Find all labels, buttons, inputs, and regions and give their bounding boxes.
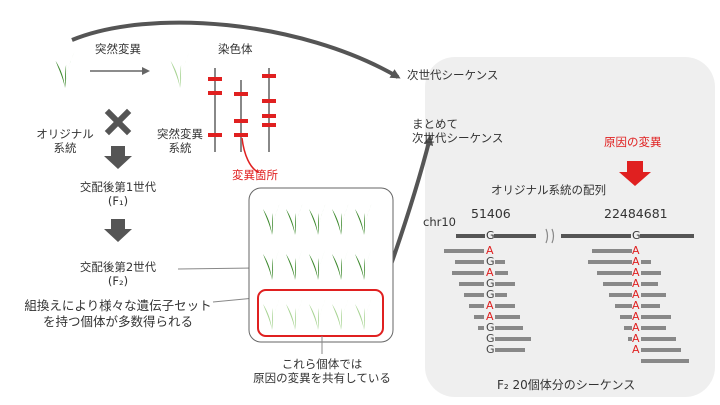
reference-base-2: G <box>632 229 641 242</box>
cross-icon <box>104 108 132 136</box>
mutant-plant <box>170 52 190 88</box>
read-base: A <box>632 277 640 290</box>
read-base: A <box>486 310 494 323</box>
reference-line <box>456 228 694 244</box>
position-2: 22484681 <box>604 206 668 221</box>
mutant-line-label: 突然変異 系統 <box>147 127 213 155</box>
reads-right <box>588 249 689 363</box>
down-arrow-1 <box>104 146 132 169</box>
read-base: A <box>632 255 640 268</box>
read-base: A <box>486 244 494 257</box>
recombination-text-2: を持つ個体が多数得られる <box>42 314 193 329</box>
original-sequence-label: オリジナル系統の配列 <box>491 183 606 197</box>
f1-label: 交配後第1世代 (F₁) <box>58 180 178 208</box>
reads-left <box>444 249 531 352</box>
ngs-panel <box>425 57 715 397</box>
shared-mutation-text-2: 原因の変異を共有している <box>253 371 391 385</box>
f2-label-2: (F₂) <box>107 274 129 288</box>
f1-label-2: (F₁) <box>107 194 129 208</box>
chromosome-label: 染色体 <box>218 42 253 56</box>
read-base: G <box>486 288 495 301</box>
f2-label-1: 交配後第2世代 <box>79 260 157 274</box>
chromosomes <box>208 68 276 152</box>
reference-base-1: G <box>486 229 495 242</box>
recombination-text: 組換えにより様々な遺伝子セット を持つ個体が多数得られる <box>0 298 236 330</box>
shared-mutation-text: これら個体では 原因の変異を共有している <box>232 357 412 385</box>
read-base: A <box>632 288 640 301</box>
causal-mutation-label: 原因の変異 <box>604 135 662 149</box>
shared-mutation-text-1: これら個体では <box>281 357 363 371</box>
connector-top <box>177 267 256 270</box>
read-base: A <box>632 299 640 312</box>
read-base: A <box>486 299 494 312</box>
read-base: G <box>486 321 495 334</box>
read-base: A <box>632 244 640 257</box>
original-line-label: オリジナル 系統 <box>28 127 102 155</box>
mutation-callout <box>241 137 259 173</box>
read-base: A <box>632 266 640 279</box>
mutant-group-highlight <box>257 289 384 337</box>
f1-label-1: 交配後第1世代 <box>79 180 157 194</box>
original-label-1: オリジナル <box>36 127 94 141</box>
read-base: A <box>632 321 640 334</box>
read-base: A <box>632 310 640 323</box>
read-base: A <box>632 343 640 356</box>
pooled-ngs-label-1: まとめて <box>412 117 458 131</box>
recombination-text-1: 組換えにより様々な遺伝子セット <box>24 298 212 313</box>
position-1: 51406 <box>471 206 511 221</box>
pooled-ngs-label: まとめて 次世代シーケンス <box>412 117 503 145</box>
read-base: A <box>486 266 494 279</box>
read-base: G <box>486 332 495 345</box>
red-down-arrow <box>619 161 651 186</box>
mutant-label-2: 系統 <box>168 141 192 155</box>
original-label-2: 系統 <box>53 141 77 155</box>
mutation-label: 突然変異 <box>95 42 141 56</box>
chr-label: chr10 <box>423 215 456 229</box>
read-base: G <box>486 277 495 290</box>
read-base: G <box>486 255 495 268</box>
original-plant <box>55 52 75 88</box>
read-base: G <box>486 343 495 356</box>
connector-bottom <box>212 297 256 303</box>
f2-label: 交配後第2世代 (F₂) <box>58 260 178 288</box>
top-arrow <box>71 20 401 79</box>
read-base: A <box>632 332 640 345</box>
population-box <box>248 187 394 343</box>
footer-label: F₂ 20個体分のシーケンス <box>497 378 636 392</box>
mutant-label-1: 突然変異 <box>157 127 203 141</box>
pooled-ngs-label-2: 次世代シーケンス <box>412 131 504 145</box>
mutation-sites-label: 変異箇所 <box>232 168 278 182</box>
down-arrow-2 <box>104 219 132 242</box>
ngs-top-label: 次世代シーケンス <box>407 68 499 82</box>
